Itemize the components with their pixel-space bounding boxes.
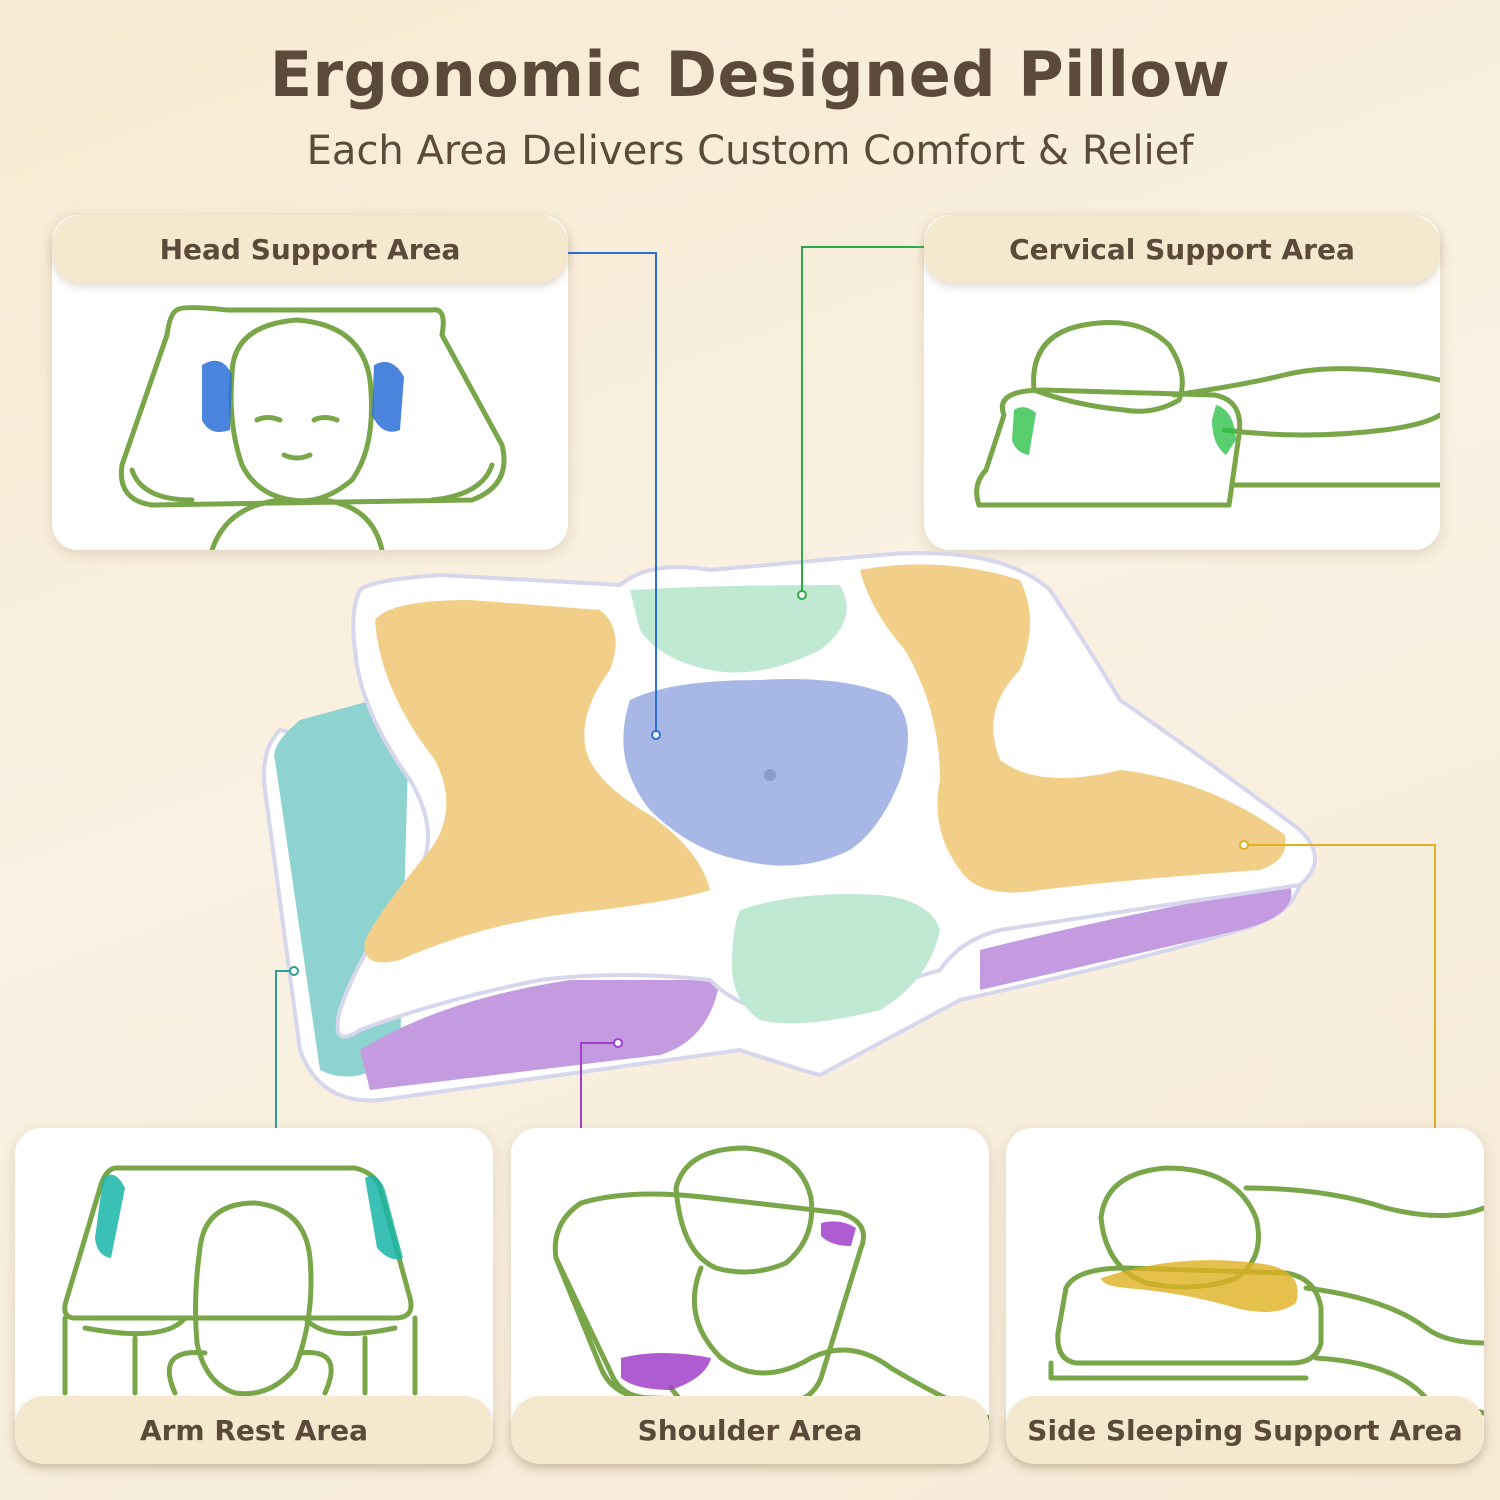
page-subtitle: Each Area Delivers Custom Comfort & Reli… xyxy=(306,128,1194,174)
page-title: Ergonomic Designed Pillow xyxy=(269,38,1231,111)
shoulder-label: Shoulder Area xyxy=(511,1396,989,1464)
head-support-illustration xyxy=(118,305,507,550)
arm-rest-illustration xyxy=(62,1165,418,1397)
cervical-support-label: Cervical Support Area xyxy=(924,215,1440,283)
ergonomic-pillow-image xyxy=(262,551,1317,1103)
side-sleeping-illustration xyxy=(1048,1165,1484,1416)
side-sleeping-label: Side Sleeping Support Area xyxy=(1006,1396,1484,1464)
arm-rest-label: Arm Rest Area xyxy=(15,1396,493,1464)
head-support-label: Head Support Area xyxy=(52,215,568,283)
cervical-support-illustration xyxy=(974,320,1440,508)
